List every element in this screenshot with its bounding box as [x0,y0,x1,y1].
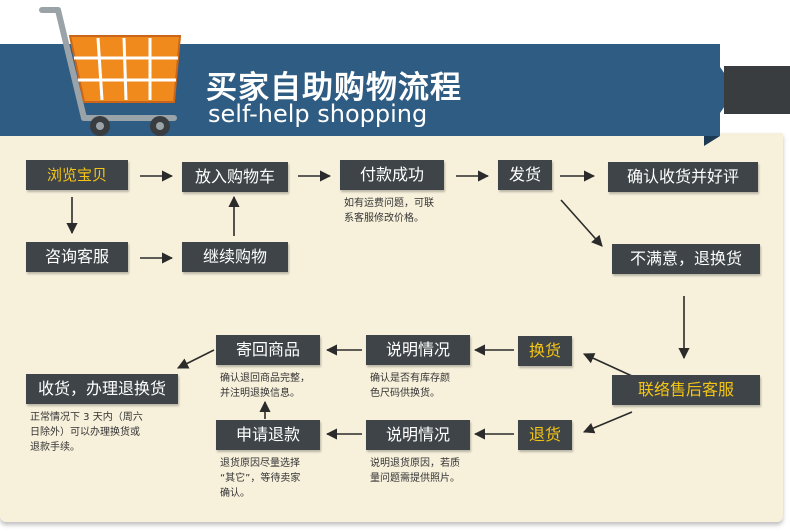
step-explain-refund: 说明情况 [366,420,470,450]
note-pay: 如有运费问题，可联 系客服修改价格。 [344,198,434,224]
banner-fold [704,136,720,146]
step-receive-refund: 收货，办理退换货 [26,374,178,404]
step-explain-exchange: 说明情况 [366,335,470,365]
content-panel [0,133,783,522]
step-confirm-review: 确认收货并好评 [608,162,758,192]
step-refund: 退货 [518,420,572,450]
step-contact-after-sales: 联络售后客服 [612,375,760,405]
step-pay-success: 付款成功 [340,160,444,190]
step-apply-refund: 申请退款 [216,420,320,450]
step-browse: 浏览宝贝 [26,160,128,190]
step-ship: 发货 [498,160,552,190]
step-unsatisfied: 不满意，退换货 [612,244,760,274]
banner-tail [724,66,790,114]
step-add-cart: 放入购物车 [182,162,288,192]
page-title: 买家自助购物流程 [206,70,462,106]
step-consult: 咨询客服 [26,242,128,272]
step-send-back: 寄回商品 [216,335,320,365]
step-exchange: 换货 [518,336,572,366]
note-explain-exchange: 确认是否有库存颜 色尺码供换货。 [370,373,450,399]
note-apply-refund: 退货原因尽量选择 “其它”，等待卖家 确认。 [220,458,301,499]
step-continue-shop: 继续购物 [182,242,288,272]
note-send-back: 确认退回商品完整， 并注明退换信息。 [220,373,310,399]
note-receive-refund: 正常情况下 3 天内（周六 日除外）可以办理换货或 退款手续。 [30,412,143,453]
shopping-cart-icon [39,7,182,136]
note-explain-refund: 说明退货原因，若质 量问题需提供照片。 [370,458,460,484]
page-subtitle: self-help shopping [208,100,428,128]
